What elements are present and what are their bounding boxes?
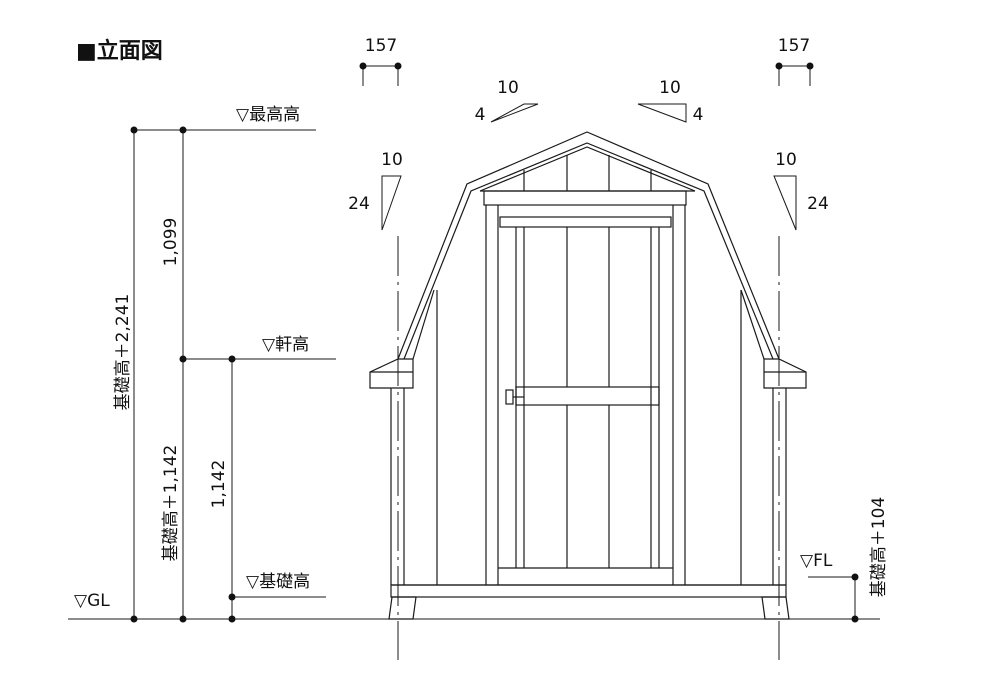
dim-dot [179, 615, 187, 623]
slope-triangle-lower-left [381, 175, 402, 231]
eave-level-label: ▽軒高 [262, 335, 309, 355]
roof-outer [397, 131, 780, 360]
dim-dot [228, 355, 236, 363]
slope-rise-label: 4 [693, 105, 704, 125]
slope-triangle-upper-right [637, 103, 687, 123]
dim-dot [851, 615, 859, 623]
dim-dot [851, 573, 859, 581]
slope-rise-label: 24 [807, 194, 829, 214]
slope-rise-label: 4 [475, 105, 486, 125]
dim-dot [228, 615, 236, 623]
dim-dot [130, 126, 138, 134]
eave-from-base-label: 基礎高＋1,142 [161, 445, 181, 562]
slope-rise-label: 24 [348, 194, 370, 214]
door-head-trim [483, 190, 687, 206]
total-height-label: 基礎高＋2,241 [113, 294, 133, 411]
gable-inner [479, 146, 696, 192]
foundation-level-label: ▽基礎高 [246, 572, 310, 592]
door-top-rail [499, 216, 672, 228]
roof-lower-inner-left [412, 289, 435, 360]
dim-dot [806, 62, 814, 70]
dim-dot [394, 62, 402, 70]
foundation-block-right [761, 596, 790, 620]
foundation-block-left [388, 596, 417, 620]
dim-dot [775, 62, 783, 70]
dim-dot [359, 62, 367, 70]
door-mid-rail [515, 386, 660, 406]
top-level-label: ▽最高高 [236, 105, 300, 125]
overhang-left-label: 157 [365, 36, 397, 56]
slope-run-label: 10 [497, 78, 519, 98]
roof-inner [403, 142, 774, 360]
lower-height-label: 1,142 [209, 460, 229, 509]
slope-run-label: 10 [775, 150, 797, 170]
upper-height-label: 1,099 [161, 218, 181, 267]
dim-dot [179, 126, 187, 134]
floor-sill [390, 584, 787, 598]
roof-lower-inner-right [740, 289, 765, 360]
dim-dot [130, 615, 138, 623]
drawing-title: ■立面図 [76, 38, 163, 64]
slope-triangle-lower-right [773, 175, 797, 231]
shed-building [369, 131, 807, 620]
fl-from-base-label: 基礎高＋104 [869, 497, 889, 597]
slope-run-label: 10 [381, 150, 403, 170]
slope-triangle-upper-left [490, 103, 539, 123]
fl-level-label: ▽FL [800, 551, 833, 571]
gl-level-label: ▽GL [74, 591, 110, 611]
eave-right [763, 358, 807, 389]
slope-run-label: 10 [659, 78, 681, 98]
door-handle-icon [505, 389, 514, 405]
dim-dot [228, 593, 236, 601]
eave-left [369, 358, 414, 389]
overhang-right-label: 157 [778, 36, 810, 56]
dim-dot [179, 355, 187, 363]
